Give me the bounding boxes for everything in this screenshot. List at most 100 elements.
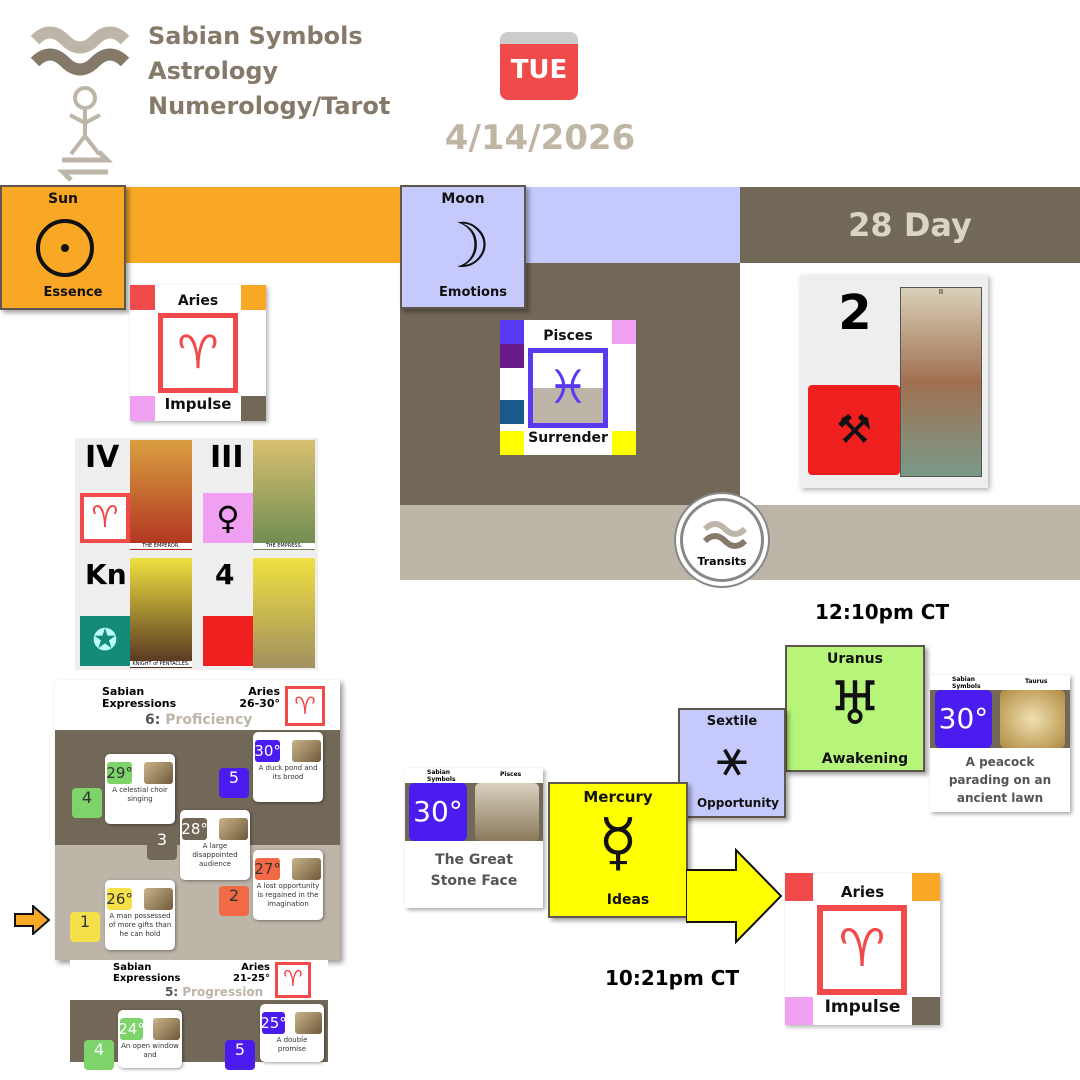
number-badge: 1	[70, 912, 100, 942]
sextile-card[interactable]: Sextile ⚹ Opportunity	[678, 708, 786, 818]
moon-keyword: Emotions	[439, 285, 507, 300]
four-wands-card[interactable]	[253, 558, 315, 668]
sextile-keyword: Opportunity	[696, 796, 780, 810]
uranus-keyword: Awakening	[821, 751, 909, 767]
panel-title: Expressions	[113, 973, 181, 984]
sabian-text: A large disappointed audience	[192, 842, 238, 868]
uranus-card[interactable]: Uranus ♅ Awakening	[785, 645, 925, 772]
moon-sign-keyword: Surrender	[528, 430, 608, 446]
sabian-mini-card[interactable]: 29°A celestial choir singing	[105, 754, 175, 824]
pentacle-icon: ✪	[80, 616, 130, 666]
panel-range: 26-30°	[239, 697, 280, 710]
mercury-sign-card[interactable]: Aries ♈ Impulse	[785, 873, 940, 1025]
number-badge: 4	[84, 1040, 114, 1070]
uranus-title: Uranus	[827, 651, 883, 667]
number-badge: 3	[147, 830, 177, 860]
logo-line-3: Numerology/Tarot	[148, 92, 391, 120]
sun-sign-card[interactable]: Aries ♈ Impulse	[130, 285, 266, 421]
tarot-label: III	[210, 440, 244, 475]
sun-sign-keyword: Impulse	[164, 395, 232, 413]
ingress-arrow-icon	[686, 848, 783, 944]
panel-title: Sabian	[102, 685, 145, 698]
mercury-sign-keyword: Impulse	[824, 997, 901, 1017]
aries-icon: ♈	[275, 962, 311, 998]
mercury-card[interactable]: Mercury ☿ Ideas	[548, 782, 688, 918]
sabian-mini-card[interactable]: 24°An open window and	[118, 1010, 182, 1068]
sabian-mini-card[interactable]: 27°A lost opportunity is regained in the…	[253, 850, 323, 920]
sextile-title: Sextile	[706, 714, 758, 729]
card-caption: KNIGHT of PENTACLES.	[130, 661, 192, 667]
sabian-text: A double promise	[276, 1036, 308, 1053]
current-arrow-icon	[14, 903, 51, 937]
cycle-band: 28 Day	[740, 187, 1080, 263]
empress-card[interactable]: THE EMPRESS.	[253, 440, 315, 550]
wand-icon	[203, 616, 253, 666]
sign: Pisces	[500, 771, 522, 778]
degree: 30°	[254, 740, 281, 762]
sabian-mini-card[interactable]: 28°A large disappointed audience	[180, 810, 250, 880]
sabian-mini-card[interactable]: 25°A double promise	[260, 1004, 324, 1062]
sabian-pisces-card[interactable]: Sabian Symbols Pisces 30° The Great Ston…	[405, 768, 543, 908]
degree: 26°	[106, 888, 133, 910]
symbol-image	[1000, 690, 1065, 748]
mercury-title: Mercury	[583, 788, 653, 806]
brand: Sabian Symbols	[427, 769, 456, 783]
logo	[30, 20, 140, 190]
sun-card[interactable]: Sun Essence	[0, 185, 126, 310]
sabian-mini-card[interactable]: 26°A man possessed of more gifts than he…	[105, 880, 175, 950]
sabian-text: A peacock parading on an ancient lawn	[948, 755, 1052, 805]
sun-symbol-icon	[36, 219, 94, 277]
phase-number: 6:	[145, 712, 161, 728]
sabian-text: A duck pond and its brood	[258, 764, 318, 781]
tarot-day-card[interactable]: 2 ⚒ II	[800, 275, 988, 488]
transit-time-1: 12:10pm CT	[815, 600, 950, 624]
calendar-icon: TUE	[500, 32, 578, 100]
symbol-image	[475, 783, 539, 841]
moon-card[interactable]: Moon ☽ Emotions	[400, 185, 526, 309]
number-badge: 5	[225, 1040, 255, 1070]
sabian-text: A lost opportunity is regained in the im…	[256, 882, 320, 908]
symbol-image	[153, 1018, 180, 1040]
panel-range: 21-25°	[233, 973, 270, 984]
tarot-grid: IV ♈ THE EMPEROR. III ♀ THE EMPRESS. Kn …	[75, 438, 318, 670]
emperor-card[interactable]: THE EMPEROR.	[130, 440, 192, 550]
degree: 30°	[409, 783, 467, 841]
knight-card[interactable]: KNIGHT of PENTACLES.	[130, 558, 192, 668]
degree: 30°	[935, 690, 992, 748]
aries-icon: ♈	[158, 313, 238, 393]
moon-sign-name: Pisces	[543, 328, 593, 344]
panel-sign: Aries	[241, 962, 270, 973]
degree: 27°	[254, 858, 281, 880]
symbol-image	[295, 1012, 322, 1034]
phase-name: Progression	[182, 985, 264, 999]
sabian-mini-card[interactable]: 30° A duck pond and its brood	[253, 732, 323, 802]
sextile-icon: ⚹	[716, 728, 748, 788]
tarot-card-numeral: II	[938, 288, 944, 296]
transits-label: Transits	[697, 555, 747, 568]
number-badge: 2	[219, 886, 249, 916]
moon-title: Moon	[441, 191, 485, 207]
phase-number: 5:	[165, 985, 179, 999]
pisces-icon: ♓	[528, 348, 608, 428]
logo-waves-icon	[30, 26, 130, 182]
tarot-label: IV	[85, 440, 120, 475]
degree: 29°	[106, 762, 133, 784]
weekday: TUE	[510, 55, 568, 85]
brand: Sabian Symbols	[952, 676, 981, 690]
card-caption: THE EMPRESS.	[253, 543, 315, 549]
number-badge: 4	[72, 788, 102, 818]
symbol-image	[143, 888, 173, 910]
waves-icon	[703, 521, 747, 549]
mercury-keyword: Ideas	[606, 892, 650, 908]
card-caption: THE EMPEROR.	[130, 543, 192, 549]
sabian-taurus-card[interactable]: Sabian Symbols Taurus 30° A peacock para…	[930, 675, 1070, 812]
mercury-icon: ☿	[598, 806, 638, 880]
cycle-label: 28 Day	[848, 206, 972, 244]
mars-wand-icon: ⚒	[808, 385, 900, 475]
sign: Taurus	[1025, 678, 1048, 685]
moon-sign-card[interactable]: Pisces ♓ Surrender	[500, 320, 636, 455]
transits-badge[interactable]: Transits	[680, 498, 764, 582]
moon-symbol-icon: ☽	[435, 209, 491, 282]
tarot-number: 2	[838, 285, 872, 341]
mercury-sign-name: Aries	[840, 883, 885, 901]
